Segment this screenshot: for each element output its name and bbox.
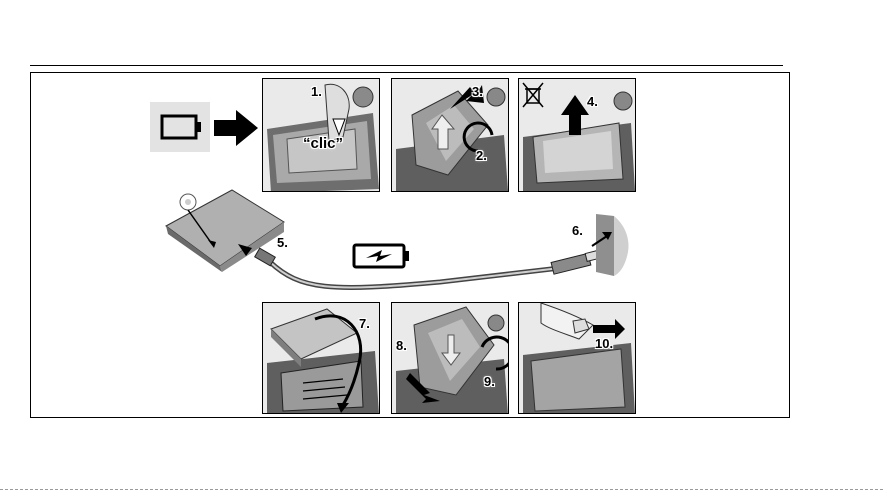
step-number-8: 8.	[396, 339, 407, 352]
step-number-5: 5.	[277, 236, 288, 249]
cover-insert-illustration	[392, 303, 509, 414]
step-number-9: 9.	[484, 375, 495, 388]
panel-step-7: 7.	[262, 302, 380, 414]
step-number-7: 7.	[359, 317, 370, 330]
bottom-dashed-line	[0, 489, 883, 490]
panel-step-10: 10.	[518, 302, 636, 414]
charging-light-icon	[180, 194, 196, 210]
battery-charging-icon	[354, 245, 409, 267]
step-number-10: 10.	[595, 337, 613, 350]
step-number-6: 6.	[572, 224, 583, 237]
panel-step-8: 8. 9.	[391, 302, 509, 414]
cover-lock-illustration	[519, 303, 636, 414]
